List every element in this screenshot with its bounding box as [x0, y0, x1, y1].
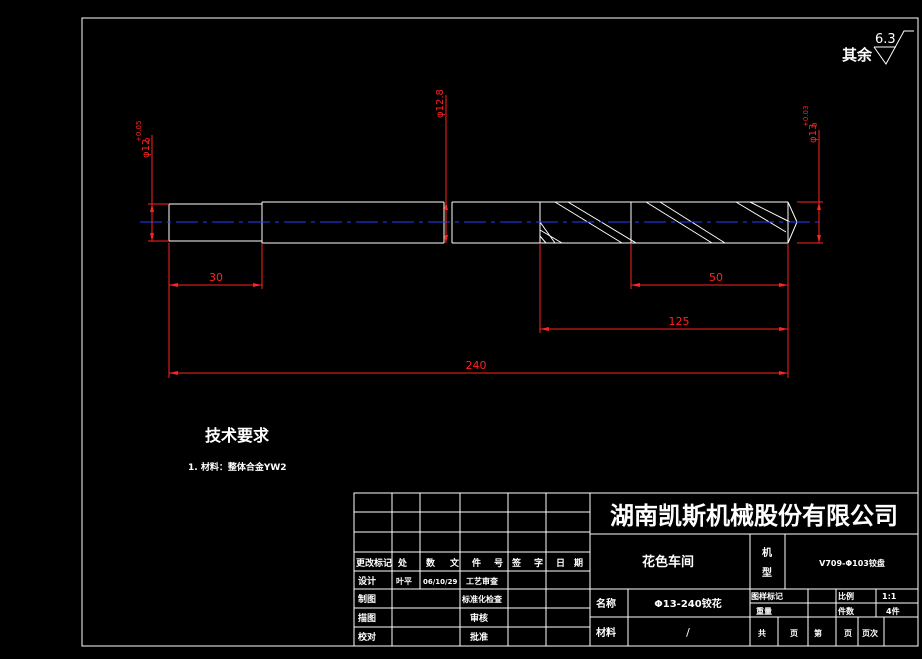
svg-text:数: 数	[426, 557, 436, 569]
surface-finish-prefix: 其余	[842, 46, 873, 64]
svg-text:φ13: φ13	[808, 124, 819, 143]
svg-text:描图: 描图	[358, 612, 376, 624]
machine-label-bottom: 型	[762, 566, 772, 579]
svg-text:+0.05: +0.05	[135, 121, 143, 142]
svg-text:号: 号	[494, 558, 503, 569]
svg-text:日: 日	[556, 558, 565, 569]
tech-req-item: 1. 材料：整体合金YW2	[188, 461, 287, 473]
svg-text:叶平: 叶平	[396, 576, 412, 586]
surface-finish-value: 6.3	[875, 32, 896, 47]
machine-label-top: 机	[762, 546, 772, 559]
svg-text:φ12: φ12	[141, 139, 152, 158]
svg-text:处: 处	[397, 557, 408, 569]
svg-text:制图: 制图	[358, 593, 376, 605]
svg-text:设计: 设计	[358, 575, 376, 587]
svg-text:第: 第	[814, 628, 822, 638]
body-dia-label: φ12.8	[435, 89, 446, 118]
drill-part	[168, 201, 798, 244]
svg-text:批准: 批准	[470, 631, 488, 643]
dim-30-label: 30	[209, 271, 223, 284]
signature-rows: 设计 叶平 06/10/29 工艺审查 制图 标准化检查 描图 审核 校对 批准	[358, 575, 503, 643]
svg-text:页: 页	[790, 629, 798, 638]
svg-text:+0.03: +0.03	[802, 106, 810, 127]
shank-dia-label: φ12 +0.05 0	[135, 121, 152, 158]
svg-text:校对: 校对	[358, 631, 376, 643]
svg-text:共: 共	[758, 628, 766, 638]
svg-text:标准化检查: 标准化检查	[461, 594, 503, 604]
dim-125-label: 125	[669, 315, 690, 328]
svg-text:图样标记: 图样标记	[751, 591, 783, 601]
dimension-arrows	[150, 202, 821, 375]
revision-header-row: 更改标记 处 数 文 件 号 签 字 日 期	[356, 557, 583, 569]
title-block-grid	[353, 492, 919, 647]
dim-240-label: 240	[466, 359, 487, 372]
svg-text:件数: 件数	[838, 606, 855, 616]
material-label: 材料	[596, 626, 616, 639]
svg-text:页: 页	[844, 629, 852, 638]
material-value: /	[686, 626, 690, 639]
tip-dia-label: φ13 +0.03 0	[802, 106, 819, 143]
svg-text:重量: 重量	[756, 606, 772, 616]
machine-value: V709-Φ103铰盘	[819, 558, 885, 568]
svg-text:字: 字	[534, 557, 543, 569]
dimension-lines	[148, 95, 823, 378]
surface-finish-note: 其余 6.3	[842, 30, 914, 65]
svg-text:φ12.8: φ12.8	[435, 89, 446, 118]
svg-text:0: 0	[144, 138, 152, 142]
svg-text:文: 文	[449, 557, 460, 569]
svg-text:工艺审查: 工艺审查	[466, 576, 499, 586]
svg-text:签: 签	[511, 557, 522, 569]
svg-text:06/10/29: 06/10/29	[423, 578, 457, 586]
svg-text:审核: 审核	[470, 612, 488, 624]
sheet-info: 图样标记 重量 比例 1:1 件数 4件 共 页 第 页 页次	[751, 591, 900, 638]
company-name: 湖南凯斯机械股份有限公司	[610, 502, 898, 530]
svg-text:比例: 比例	[838, 591, 854, 601]
svg-text:0: 0	[811, 123, 819, 127]
svg-text:1:1: 1:1	[882, 592, 897, 601]
svg-text:件: 件	[472, 557, 481, 569]
part-name: Φ13-240铰花	[654, 597, 721, 610]
svg-text:4件: 4件	[886, 606, 900, 616]
svg-text:更改标记: 更改标记	[356, 557, 392, 569]
svg-text:页次: 页次	[862, 628, 878, 638]
name-label: 名称	[596, 597, 616, 610]
svg-text:期: 期	[574, 557, 583, 569]
dim-50-label: 50	[709, 271, 723, 284]
tech-req-title: 技术要求	[205, 426, 270, 445]
workshop-name: 花色车间	[642, 554, 694, 570]
